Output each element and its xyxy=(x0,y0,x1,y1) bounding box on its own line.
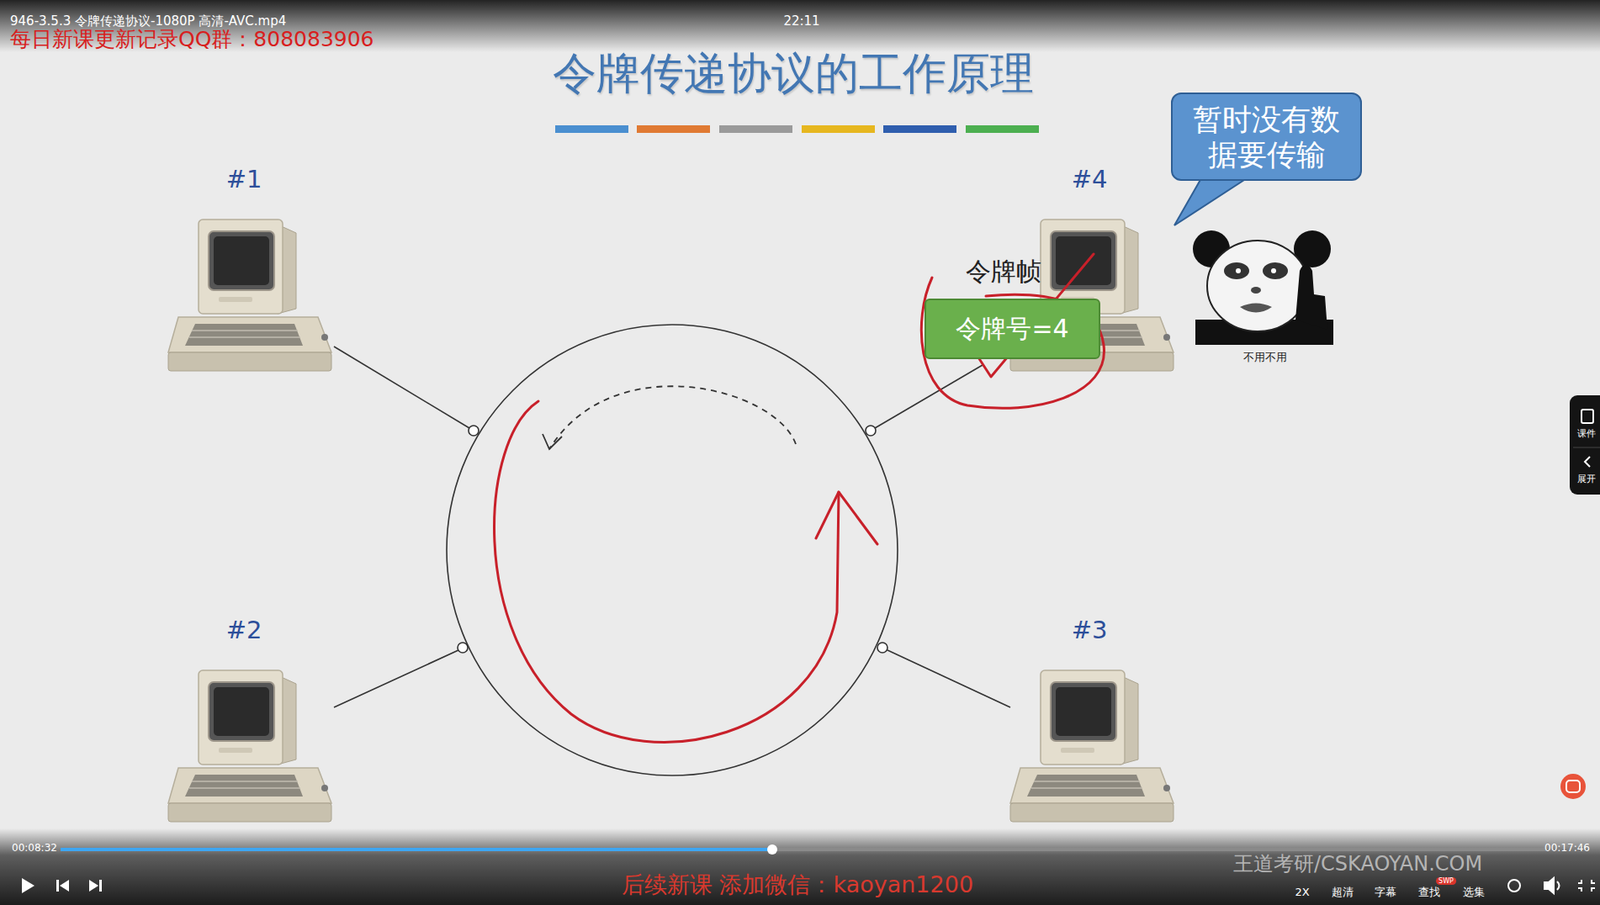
panel-label: 展开 xyxy=(1577,474,1596,486)
link-wire xyxy=(887,650,1011,708)
total-time: 00:17:46 xyxy=(1544,842,1590,855)
color-bar xyxy=(801,125,875,133)
station-number: #1 xyxy=(226,165,263,194)
watermark-text: 每日新课更新记录QQ群：808083906 xyxy=(10,27,375,53)
panda-meme xyxy=(1239,303,1272,313)
promo-text: 后续新课 添加微信：kaoyan1200 xyxy=(621,871,974,898)
clock-time: 22:11 xyxy=(783,14,820,29)
control-label: 超清 xyxy=(1331,886,1354,900)
station-number: #4 xyxy=(1071,165,1108,194)
play-icon xyxy=(21,878,35,894)
progress-knob xyxy=(767,844,778,855)
hand-annotation xyxy=(494,401,839,742)
next-icon xyxy=(99,879,102,892)
progress-played xyxy=(60,847,773,852)
slide-title: 令牌传递协议的工作原理 xyxy=(552,48,1034,100)
ai-button xyxy=(1560,773,1586,800)
color-bar xyxy=(965,125,1039,133)
panda-meme xyxy=(1295,264,1328,330)
ring-bus xyxy=(446,324,898,776)
control-label: 2X xyxy=(1294,886,1309,900)
meme-caption: 不用不用 xyxy=(1243,351,1288,365)
control-label: 查找 xyxy=(1418,886,1441,900)
bubble-tail xyxy=(1174,178,1247,226)
site-watermark: 王道考研/CSKAOYAN.COM xyxy=(1233,852,1483,877)
elapsed-time: 00:08:32 xyxy=(11,842,58,855)
panda-meme xyxy=(1192,230,1334,345)
port-dot xyxy=(457,642,468,653)
video-filename: 946-3.5.3 令牌传递协议-1080P 高清-AVC.mp4 xyxy=(10,14,287,29)
direction-arrow xyxy=(549,386,796,450)
ai-icon xyxy=(1566,780,1580,793)
node-heading: 令牌帧 xyxy=(965,256,1042,287)
token-frame: 令牌帧令牌号=4 xyxy=(924,298,1101,360)
volume-icon xyxy=(1544,878,1554,894)
badge-label: SWP xyxy=(1435,877,1457,885)
panda-meme xyxy=(1235,268,1241,274)
prev-icon xyxy=(56,879,69,892)
speech-bubble: 暂时没有数据要传输 xyxy=(1170,92,1362,181)
computer-icon xyxy=(168,670,332,822)
next-icon xyxy=(89,879,102,892)
panda-meme xyxy=(1262,262,1288,280)
book-icon xyxy=(1581,409,1594,424)
panel-label: 课件 xyxy=(1577,429,1596,440)
prev-icon xyxy=(59,879,69,892)
prev-icon xyxy=(56,879,59,892)
panda-meme xyxy=(1207,240,1309,332)
color-bar xyxy=(636,125,710,133)
computer-icon xyxy=(1010,670,1174,822)
color-bar xyxy=(719,125,793,133)
node-text: 暂时没有数据要传输 xyxy=(1184,101,1349,173)
link-wire xyxy=(874,365,983,429)
top-bar xyxy=(0,0,1600,53)
port-dot xyxy=(877,642,888,653)
control-label: 字幕 xyxy=(1374,886,1397,900)
fullscreen-icon xyxy=(1578,879,1582,884)
panda-meme xyxy=(1250,286,1261,294)
station-number: #3 xyxy=(1071,616,1108,645)
link-wire xyxy=(333,346,470,429)
fullscreen-icon xyxy=(1578,879,1595,892)
volume-icon xyxy=(1557,881,1560,891)
side-panel xyxy=(1569,395,1600,495)
panel-divider xyxy=(1573,447,1600,449)
computer-icon xyxy=(168,219,332,371)
arrow-head xyxy=(542,434,562,450)
color-bar xyxy=(555,125,629,133)
station-number: #2 xyxy=(226,616,263,645)
control-label: 选集 xyxy=(1462,886,1485,900)
panda-meme xyxy=(1271,268,1277,274)
fullscreen-icon xyxy=(1591,888,1595,892)
hand-annotation xyxy=(815,492,878,545)
volume-icon xyxy=(1544,878,1560,894)
settings-icon xyxy=(1508,879,1521,892)
color-bar xyxy=(883,125,957,133)
progress-track xyxy=(60,847,1547,852)
control-bar xyxy=(0,828,1600,905)
node-text: 令牌号=4 xyxy=(955,313,1069,345)
chevron-icon xyxy=(1584,456,1590,467)
link-wire xyxy=(333,650,459,708)
port-dot xyxy=(468,425,479,436)
next-icon xyxy=(89,879,99,892)
port-dot xyxy=(865,425,876,436)
hand-annotation xyxy=(921,277,1104,408)
fullscreen-icon xyxy=(1578,888,1582,892)
fullscreen-icon xyxy=(1591,879,1595,884)
panda-meme xyxy=(1223,262,1250,280)
